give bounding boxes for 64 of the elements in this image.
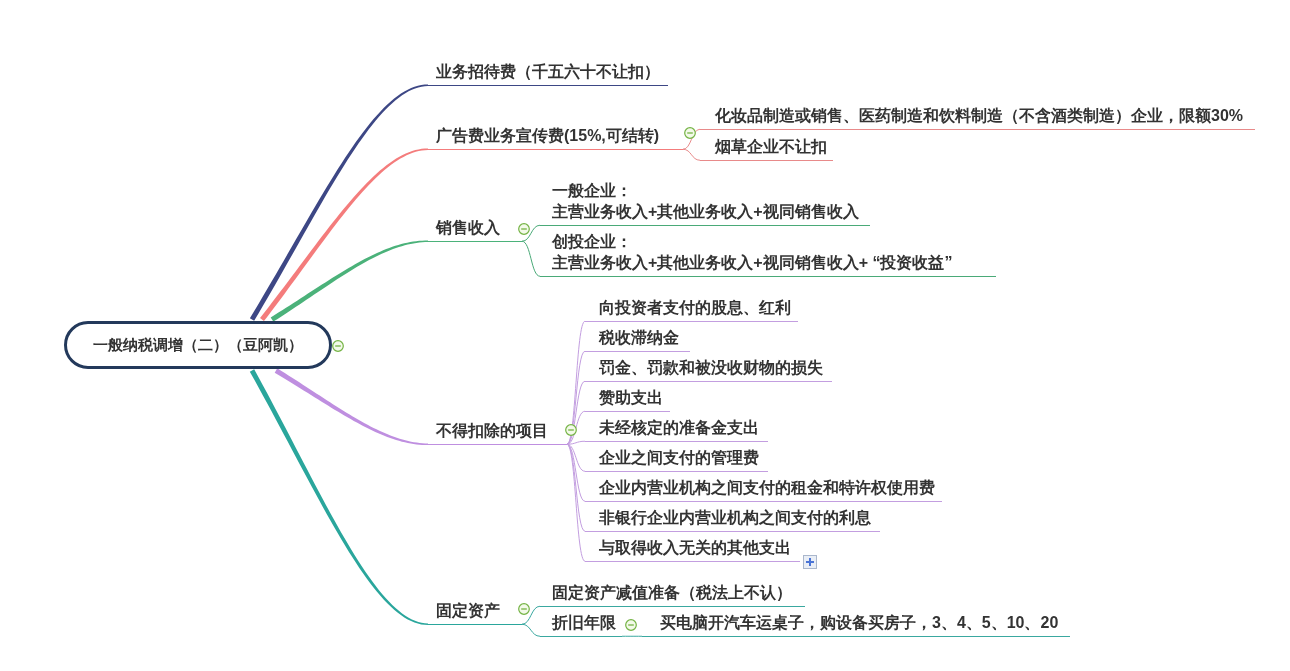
branch-connector — [521, 605, 541, 625]
topic-label: 买电脑开汽车运桌子，购设备买房子，3、4、5、10、20 — [660, 613, 1060, 633]
topic-label: 烟草企业不让扣 — [715, 137, 828, 157]
branch-connector — [566, 440, 586, 445]
branch-connector — [566, 410, 586, 445]
topic-label: 与取得收入无关的其他支出 — [599, 538, 792, 558]
topic-underline — [585, 508, 880, 532]
topic-heading: 一般企业： — [552, 181, 633, 201]
topic-label: 固定资产减值准备（税法上不认） — [552, 583, 793, 603]
topic-underline — [540, 231, 996, 277]
branch-connector — [274, 368, 428, 445]
topic-underline — [585, 388, 670, 412]
topic-underline — [428, 126, 683, 150]
topic-underline — [585, 328, 690, 352]
topic-underline — [585, 448, 768, 472]
topic-label: 业务招待费（千五六十不让扣） — [436, 62, 661, 82]
branch-connector — [521, 623, 541, 637]
topic-underline — [540, 613, 622, 637]
branch-connector — [682, 148, 701, 161]
branch-connector — [566, 350, 586, 445]
branch-connector — [260, 148, 428, 322]
branch-connector — [682, 128, 701, 150]
branch-connector — [566, 320, 586, 445]
topic-label: 企业内营业机构之间支付的租金和特许权使用费 — [599, 478, 936, 498]
topic-label: 销售收入 — [436, 218, 501, 238]
topic-label: 广告费业务宣传费(15%,可结转) — [436, 126, 661, 146]
topic-label: 未经核定的准备金支出 — [599, 418, 760, 438]
topic-label: 向投资者支付的股息、红利 — [599, 298, 792, 318]
root-topic — [64, 321, 332, 369]
branch-connector — [521, 224, 541, 242]
branch-connector — [566, 443, 586, 502]
branch-connector — [521, 240, 541, 277]
topic-underline — [585, 418, 768, 442]
topic-underline — [585, 478, 942, 502]
topic-underline — [428, 62, 668, 86]
topic-label: 一般纳税调增（二）（豆阿凯） — [93, 335, 303, 355]
branch-connector — [249, 369, 428, 625]
topic-label: 税收滞纳金 — [599, 328, 680, 348]
topic-label: 非银行企业内营业机构之间支付的利息 — [599, 508, 872, 528]
topic-underline — [700, 106, 1255, 130]
topic-label: 不得扣除的项目 — [436, 421, 549, 441]
branch-connector — [566, 380, 586, 445]
topic-underline — [642, 613, 1070, 637]
topic-label: 罚金、罚款和被没收财物的损失 — [599, 358, 824, 378]
topic-underline — [540, 180, 870, 226]
topic-label: 赞助支出 — [599, 388, 664, 408]
topic-label: 化妆品制造或销售、医药制造和饮料制造（不含酒类制造）企业，限额30% — [715, 106, 1245, 126]
topic-underline — [700, 137, 833, 161]
topic-label: 企业之间支付的管理费 — [599, 448, 760, 468]
branch-connector — [249, 84, 428, 321]
topic-label: 主营业务收入+其他业务收入+视同销售收入 — [552, 202, 860, 222]
branch-connector — [566, 443, 586, 472]
topic-underline — [585, 538, 800, 562]
branch-connector — [270, 240, 428, 322]
topic-underline — [585, 358, 832, 382]
topic-heading: 创投企业： — [552, 232, 633, 252]
branch-connector — [621, 635, 643, 637]
topic-label: 折旧年限 — [552, 613, 617, 633]
topic-label: 主营业务收入+其他业务收入+视同销售收入+ “投资收益” — [552, 253, 954, 273]
topic-underline — [540, 583, 805, 607]
topic-label: 固定资产 — [436, 601, 501, 621]
branch-connector — [566, 443, 586, 532]
topic-underline — [585, 298, 798, 322]
branch-connector — [566, 443, 586, 562]
